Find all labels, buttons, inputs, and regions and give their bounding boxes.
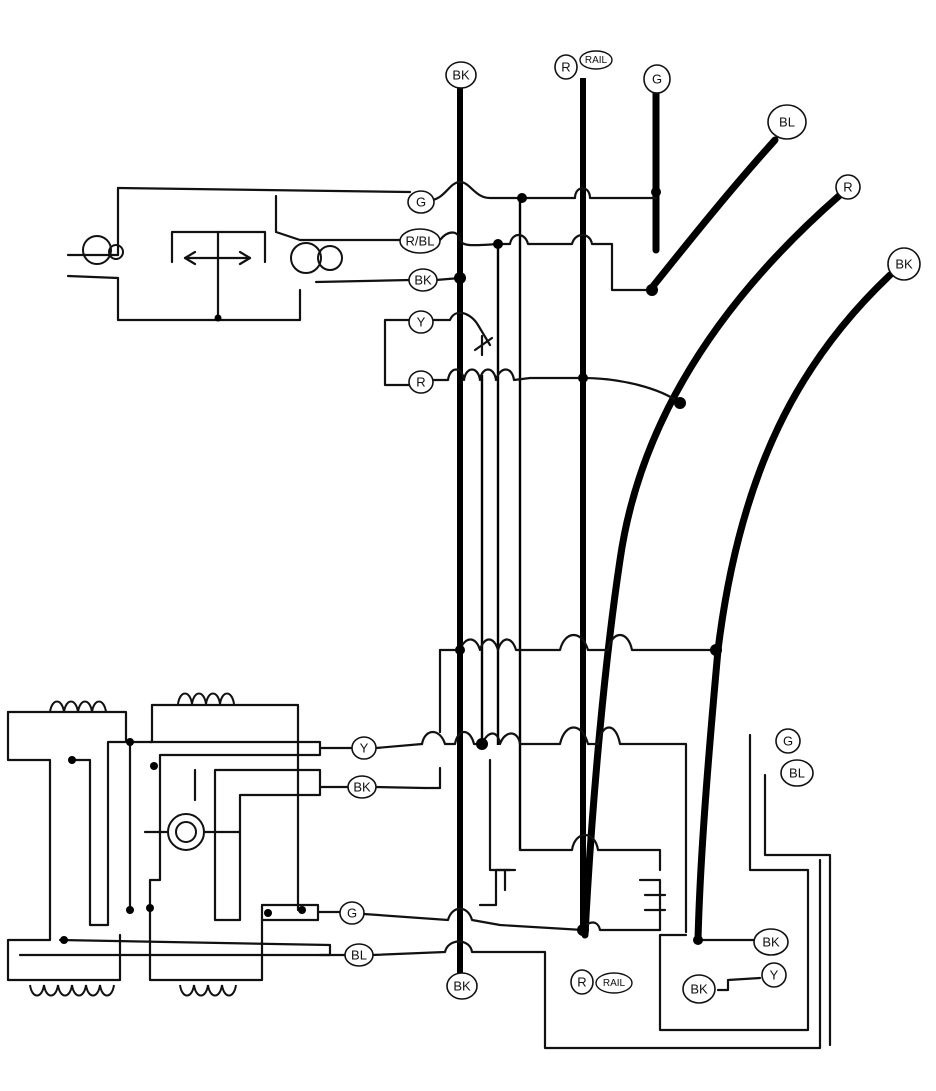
svg-text:BK: BK [690, 982, 708, 997]
r-wire [430, 368, 682, 405]
tag-y-corner: Y [761, 962, 787, 988]
svg-text:Y: Y [360, 741, 369, 756]
svg-text:BL: BL [351, 948, 367, 963]
bl-bottom-wire [318, 858, 822, 1050]
rbl-wire [438, 231, 652, 292]
tag-bk-lower: BK [347, 775, 377, 799]
svg-text:BK: BK [414, 273, 432, 288]
tag-y-left: Y [408, 310, 434, 334]
tag-bk-right: BK [887, 247, 921, 281]
tag-bk-corner1: BK [753, 928, 789, 956]
svg-text:Y: Y [770, 968, 779, 983]
svg-text:RAIL: RAIL [585, 55, 608, 66]
svg-text:G: G [347, 906, 357, 921]
svg-text:Y: Y [417, 315, 426, 330]
svg-text:G: G [783, 734, 793, 749]
svg-text:RAIL: RAIL [603, 978, 626, 989]
mid-bus-lower [420, 726, 688, 934]
svg-text:BK: BK [453, 979, 471, 994]
svg-text:R: R [561, 60, 570, 75]
tag-bk-left: BK [408, 268, 438, 292]
svg-text:BL: BL [789, 766, 805, 781]
tag-bk-top: BK [445, 61, 477, 89]
svg-text:R: R [577, 975, 586, 990]
black-lead [694, 271, 894, 944]
tag-bl-corner: BL [780, 759, 814, 787]
svg-text:G: G [652, 72, 662, 87]
blue-lead [646, 136, 779, 294]
tag-g-corner: G [775, 728, 801, 754]
svg-text:BK: BK [895, 257, 913, 272]
tag-bk-corner2: BK [682, 974, 716, 1004]
y-wire [383, 311, 492, 387]
svg-text:BK: BK [452, 68, 470, 83]
svg-text:BL: BL [779, 115, 795, 130]
tag-rail-bottom: RAIL [595, 972, 633, 994]
ground-loop [658, 733, 810, 1032]
tag-bl-top: BL [767, 104, 807, 140]
svg-text:R: R [416, 375, 425, 390]
tag-y-lower: Y [351, 736, 377, 760]
tag-g-bottom: G [339, 901, 365, 925]
tag-g-top: G [643, 64, 671, 94]
svg-text:BK: BK [353, 780, 371, 795]
tag-g-left: G [407, 190, 435, 214]
g-bottom-wire [316, 907, 662, 932]
tag-bk-bottom: BK [446, 972, 478, 1000]
tag-bl-bottom: BL [344, 943, 374, 967]
tag-r-bottom: R [570, 969, 594, 995]
svg-text:R: R [843, 180, 852, 195]
lower-pickup-block [6, 692, 332, 997]
y-lower-wire [318, 742, 424, 750]
g-wire [430, 180, 658, 202]
bk-lower-wire [318, 785, 427, 790]
tag-r-right: R [835, 174, 861, 200]
tag-r-left: R [408, 370, 434, 394]
svg-text:BK: BK [762, 935, 780, 950]
tag-r-top: R [554, 54, 578, 80]
tag-rail-top: RAIL [579, 50, 613, 70]
upper-pickup-block [66, 186, 412, 322]
svg-text:G: G [416, 195, 426, 210]
tag-rbl-left: R/BL [399, 228, 441, 254]
red-lead [581, 191, 844, 939]
svg-text:R/BL: R/BL [406, 234, 435, 249]
mid-bus-upper [438, 633, 720, 652]
